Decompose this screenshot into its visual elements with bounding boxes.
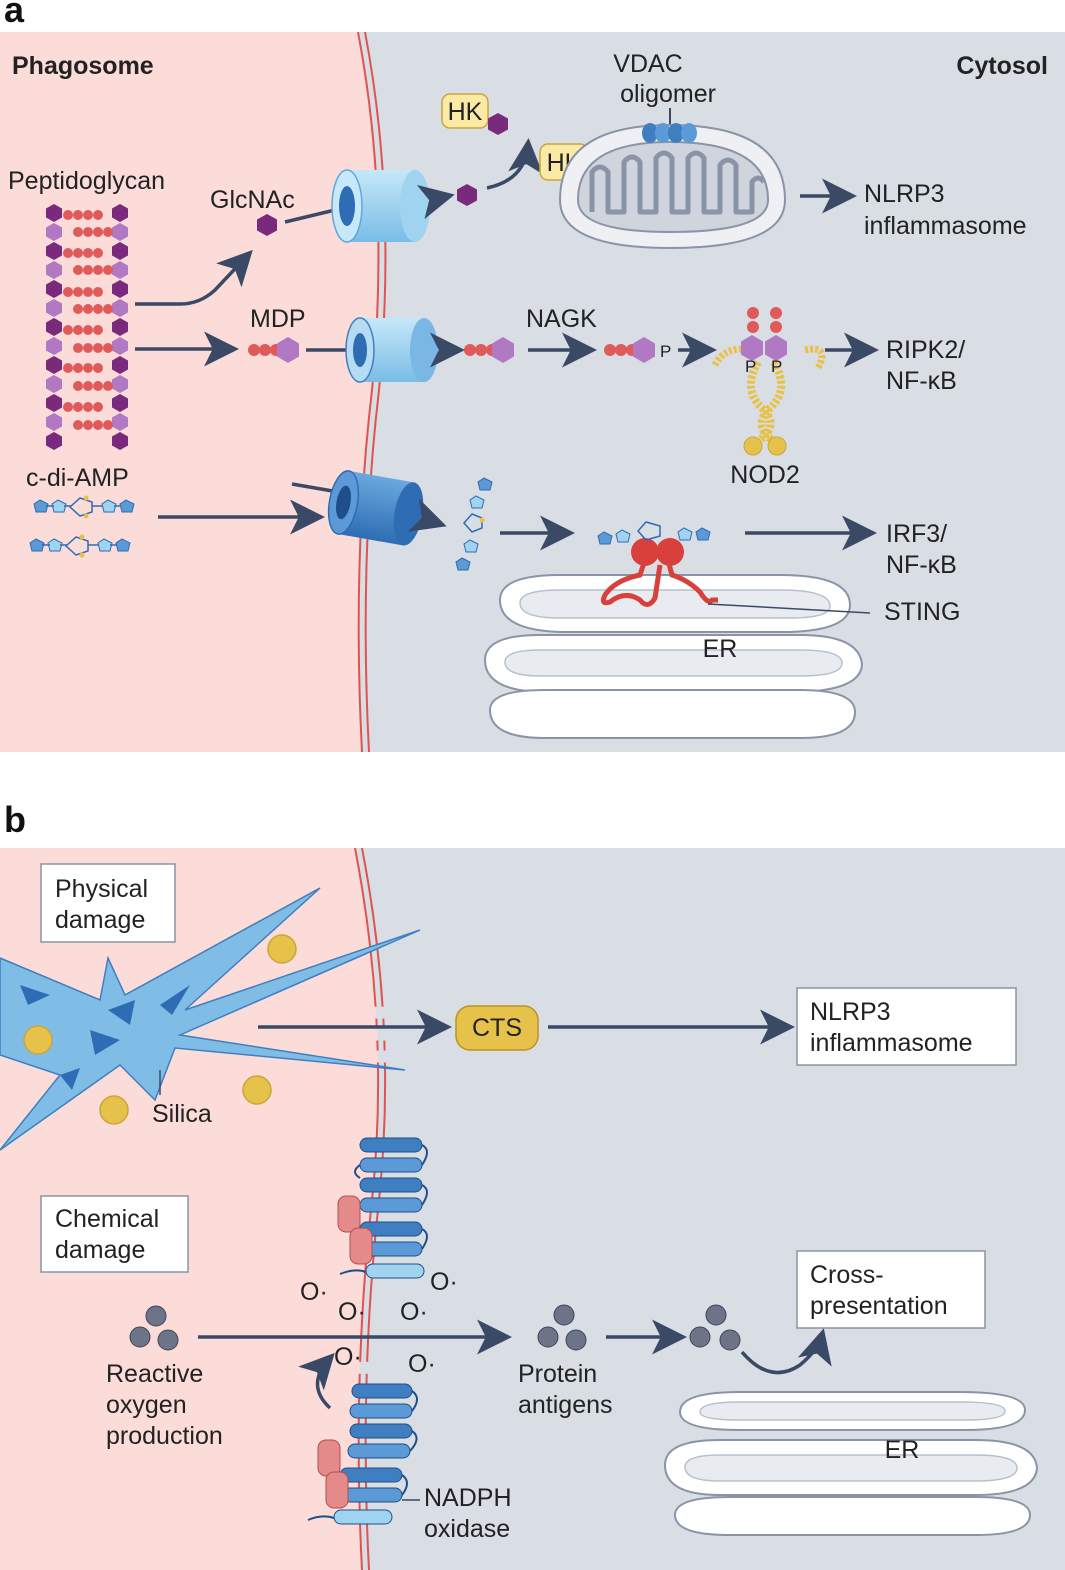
nod2-protein: [711, 307, 826, 456]
ros-spheres: [129, 1305, 179, 1351]
nlrp3-a-line1: NLRP3: [864, 180, 945, 208]
cross-presentation-box: [796, 1250, 986, 1329]
superoxide-6: O·: [408, 1350, 436, 1378]
phagosome-label: Phagosome: [12, 52, 154, 80]
cdiamp-label: c-di-AMP: [26, 464, 129, 492]
ripk2-line2: NF-κB: [886, 367, 957, 395]
glcnac-insert-line: [284, 208, 336, 224]
superoxide-5: O·: [334, 1343, 362, 1371]
channel3-out-arrow: [407, 498, 447, 532]
er-panel-b: [663, 1391, 1039, 1536]
panel-a-letter: a: [4, 0, 25, 30]
physical-line2: damage: [55, 906, 145, 934]
antigen-spheres-2: [689, 1304, 741, 1351]
hk-box-1: [441, 93, 489, 129]
nod2-phospho-2: P: [771, 357, 782, 376]
sting-protein: [597, 521, 718, 607]
nadph-oxidase-lower: [307, 1383, 418, 1525]
mitochondrion: [558, 123, 787, 250]
irf3-line2: NF-κB: [886, 551, 957, 579]
mdp-molecule: [248, 337, 299, 363]
irf3-line1: IRF3/: [886, 520, 947, 548]
nagk-label: NAGK: [526, 305, 597, 333]
phospho-mdp-molecule: [604, 337, 655, 363]
er-label-a: ER: [703, 635, 738, 663]
protein-antigen-spheres: [537, 1304, 587, 1351]
phospho-label: P: [660, 342, 671, 361]
cts-label: CTS: [472, 1014, 522, 1042]
mdp-cytosol-molecule: [464, 337, 514, 363]
silica-crystal-icon: [0, 887, 421, 1151]
nadph-line2: oxidase: [424, 1515, 510, 1543]
mdp-label: MDP: [250, 305, 306, 333]
chemical-line2: damage: [55, 1236, 145, 1264]
channel1-out-arrow: [416, 184, 455, 220]
nod2-phospho-1: P: [745, 357, 756, 376]
glcnac-cytosol-hexagon: [457, 184, 477, 206]
cross-line1: Cross-: [810, 1261, 884, 1289]
er-panel-a: [483, 574, 864, 739]
nlrp3-b-line2: inflammasome: [810, 1029, 973, 1057]
cdiamp-cytosol-molecule: [455, 477, 493, 571]
peptidoglycan-to-glcnac-arrow: [135, 249, 253, 306]
vdac-label-line1: VDAC: [613, 50, 682, 78]
nadph-line1: NADPH: [424, 1484, 512, 1512]
sting-label: STING: [884, 598, 960, 626]
ros-line1: Reactive: [106, 1360, 203, 1388]
cts-box: [455, 1005, 539, 1051]
glcnac-label: GlcNAc: [210, 186, 295, 214]
cross-line2: presentation: [810, 1292, 948, 1320]
er-label-b: ER: [885, 1436, 920, 1464]
ros-line2: oxygen: [106, 1391, 187, 1419]
hk-bound-hexagon: [488, 113, 508, 135]
glcnac-hexagon: [257, 214, 277, 236]
panel-b-letter: b: [4, 799, 26, 840]
superoxide-4: O·: [400, 1298, 428, 1326]
protein-line2: antigens: [518, 1391, 613, 1419]
chemical-line1: Chemical: [55, 1205, 159, 1233]
chemical-damage-box: [40, 1195, 189, 1273]
glcnac-to-hk-arrow: [486, 138, 544, 190]
nlrp3-b-line1: NLRP3: [810, 998, 891, 1026]
nlrp3-a-line2: inflammasome: [864, 212, 1027, 240]
superoxide-2: O·: [430, 1268, 458, 1296]
superoxide-3: O·: [338, 1298, 366, 1326]
nod2-label: NOD2: [730, 461, 799, 489]
hk-label-1: HK: [448, 98, 483, 126]
protein-line1: Protein: [518, 1360, 597, 1388]
nlrp3-b-box: [796, 987, 1017, 1066]
ros-line3: production: [106, 1422, 223, 1450]
sting-leader-line: [707, 603, 871, 614]
silica-label: Silica: [152, 1100, 212, 1128]
transporter-channel-2: [345, 317, 438, 383]
cdiamp-molecules: [29, 495, 135, 559]
transporter-channel-1: [331, 169, 430, 243]
superoxide-1: O·: [300, 1278, 328, 1306]
ripk2-line1: RIPK2/: [886, 336, 965, 364]
silica-particles: [23, 934, 297, 1125]
vdac-oligomer-icon: [642, 108, 697, 143]
nadph-oxidase-upper: [337, 1137, 428, 1279]
physical-line1: Physical: [55, 875, 148, 903]
peptidoglycan-label: Peptidoglycan: [8, 167, 165, 195]
vdac-label-line2: oligomer: [620, 80, 716, 108]
physical-damage-box: [40, 863, 176, 943]
nadph-superoxide-arrow: [298, 1352, 335, 1410]
peptidoglycan-structure: [46, 204, 128, 450]
cytosol-label: Cytosol: [956, 52, 1048, 80]
to-cross-presentation-arrow: [740, 1328, 832, 1375]
